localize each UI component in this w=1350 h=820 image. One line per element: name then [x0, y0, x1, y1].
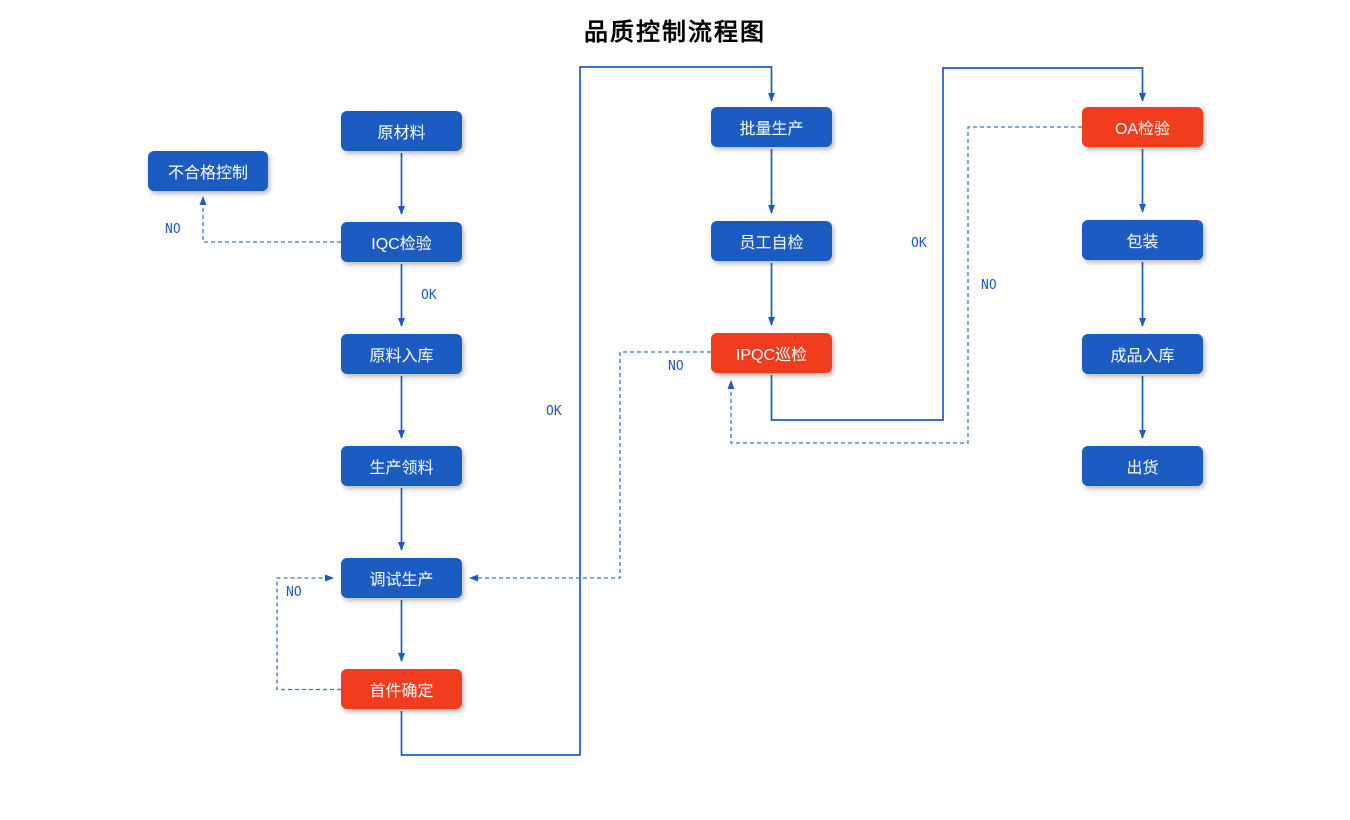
node-packaging: 包装 — [1082, 220, 1203, 260]
edge-iqc-no-to-nonconforming — [199, 196, 341, 243]
node-batch-production: 批量生产 — [711, 107, 832, 147]
node-iqc-inspection: IQC检验 — [341, 222, 462, 262]
edge-label-first-article-no: NO — [286, 585, 302, 600]
edge-label-ipqc-ok: OK — [911, 236, 927, 251]
node-nonconforming-control: 不合格控制 — [148, 151, 268, 191]
diagram-title: 品质控制流程图 — [584, 17, 766, 46]
node-shipment: 出货 — [1082, 446, 1203, 486]
edge-ipqc-no-to-trial — [469, 351, 711, 582]
node-oa-inspection: OA检验 — [1082, 107, 1203, 147]
node-first-article-confirm: 首件确定 — [341, 669, 462, 709]
edge-ipqc-ok-to-oa — [770, 67, 1146, 421]
edge-label-ipqc-no: NO — [668, 359, 684, 374]
edge-label-iqc-no: NO — [165, 222, 181, 237]
node-trial-production: 调试生产 — [341, 558, 462, 598]
edge-first-article-no-to-trial — [276, 574, 341, 691]
node-production-picking: 生产领料 — [341, 446, 462, 486]
edge-oa-no-to-ipqc — [727, 126, 1082, 444]
node-employee-self-check: 员工自检 — [711, 221, 832, 261]
node-finished-warehousing: 成品入库 — [1082, 334, 1203, 374]
node-material-warehousing: 原料入库 — [341, 334, 462, 374]
edge-label-oa-no: NO — [981, 278, 997, 293]
edge-label-first-article-ok: OK — [546, 404, 562, 419]
node-raw-material: 原材料 — [341, 111, 462, 151]
node-ipqc-patrol: IPQC巡检 — [711, 333, 832, 373]
edge-label-iqc-ok: OK — [421, 288, 437, 303]
edge-first-article-ok-to-batch — [400, 66, 775, 756]
